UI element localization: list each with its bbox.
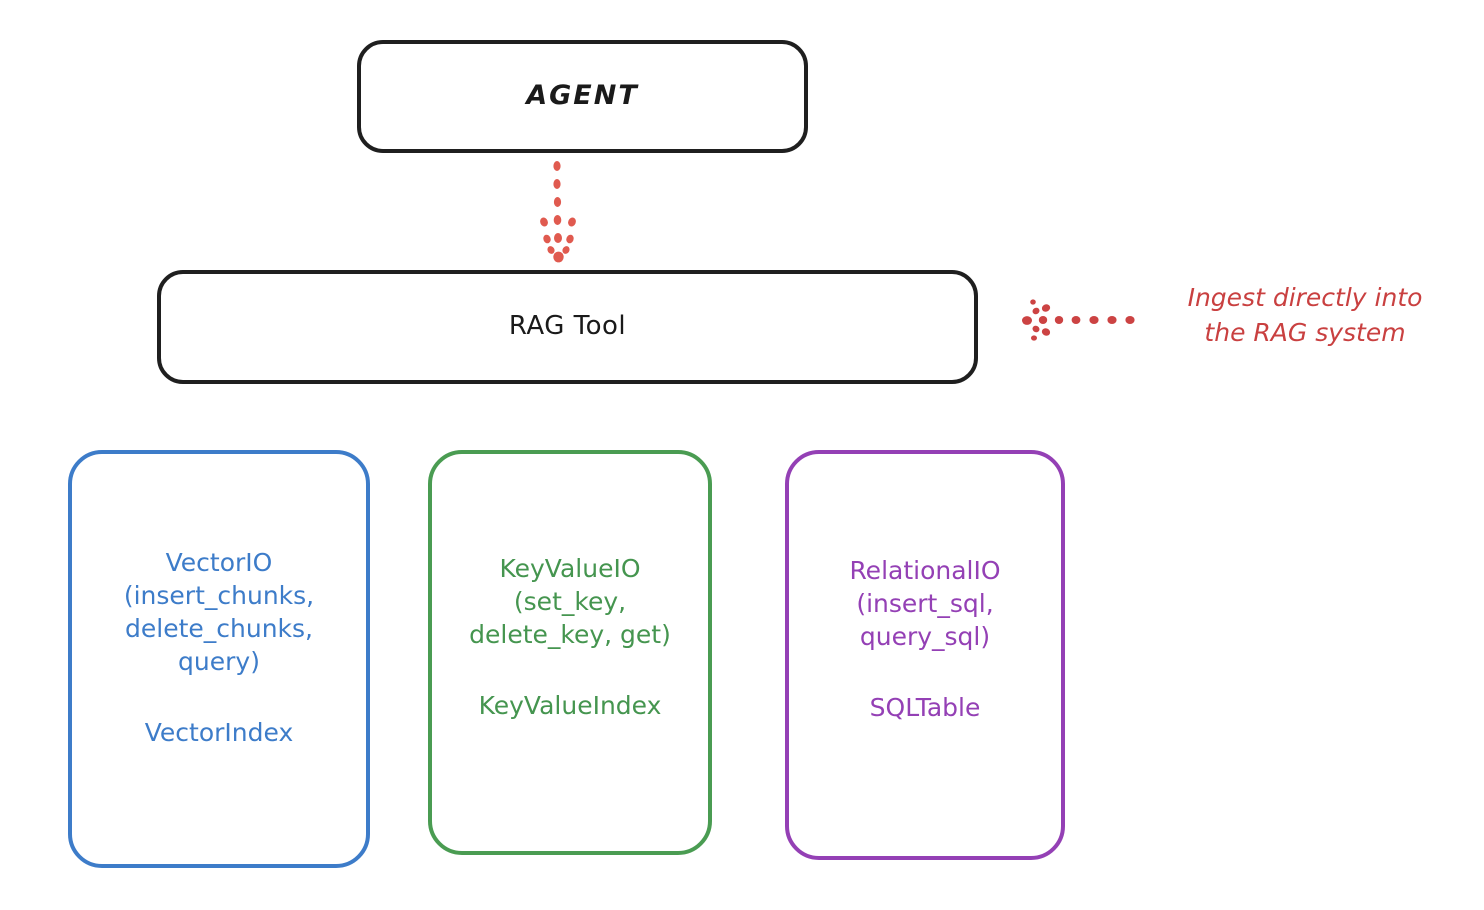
node-agent[interactable]: AGENT bbox=[357, 40, 808, 153]
node-agent-label: AGENT bbox=[526, 80, 639, 112]
node-vector-io-content: VectorIO (insert_chunks, delete_chunks, … bbox=[72, 546, 366, 747]
annotation-ingest-directly: Ingest directly into the RAG system bbox=[1187, 283, 1423, 347]
node-relational-io-index: SQLTable bbox=[869, 693, 981, 722]
node-relational-io-title: RelationalIO (insert_sql, query_sql) bbox=[849, 556, 1001, 651]
node-key-value-io-content: KeyValueIO (set_key, delete_key, get) Ke… bbox=[432, 552, 708, 720]
node-key-value-io[interactable]: KeyValueIO (set_key, delete_key, get) Ke… bbox=[428, 450, 712, 855]
node-vector-io[interactable]: VectorIO (insert_chunks, delete_chunks, … bbox=[68, 450, 370, 868]
node-relational-io[interactable]: RelationalIO (insert_sql, query_sql) SQL… bbox=[785, 450, 1065, 860]
node-rag-tool-label: RAG Tool bbox=[508, 311, 627, 342]
node-relational-io-content: RelationalIO (insert_sql, query_sql) SQL… bbox=[789, 554, 1061, 722]
node-rag-tool[interactable]: RAG Tool bbox=[157, 270, 978, 384]
connector-agent-to-rag-tool-arrow-icon bbox=[540, 161, 576, 263]
node-key-value-io-title: KeyValueIO (set_key, delete_key, get) bbox=[469, 554, 671, 649]
node-key-value-io-index: KeyValueIndex bbox=[478, 691, 662, 720]
node-vector-io-index: VectorIndex bbox=[144, 718, 294, 747]
node-vector-io-title: VectorIO (insert_chunks, delete_chunks, … bbox=[123, 548, 315, 676]
connector-ingest-arrow-icon bbox=[1022, 299, 1135, 341]
